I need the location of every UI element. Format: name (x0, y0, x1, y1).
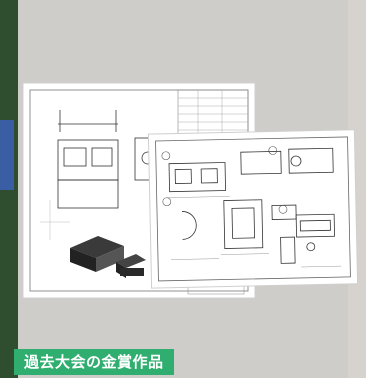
drawing-sheet-front (147, 129, 359, 289)
isometric-part (70, 236, 146, 278)
caption-badge: 過去大会の金賞作品 (14, 349, 174, 375)
